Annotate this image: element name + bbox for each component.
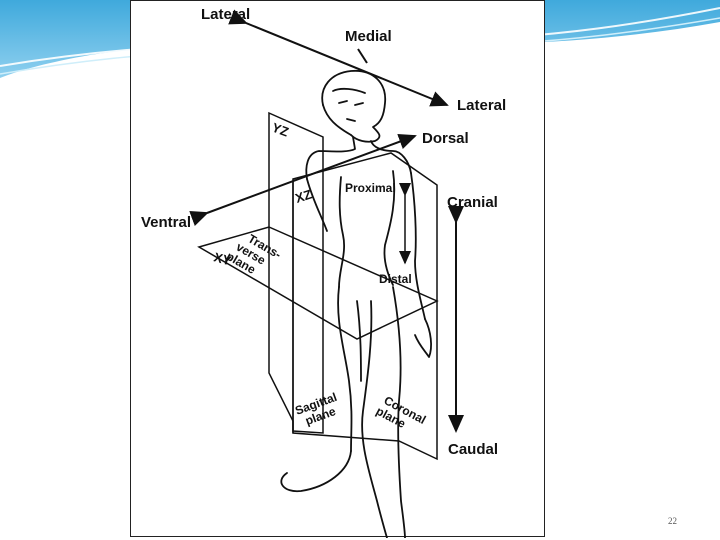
transverse-plane-label: Trans- verse plane [224,226,284,284]
anatomical-planes-figure: Lateral Medial Lateral Dorsal Ventral Cr… [130,0,545,537]
label-proximal: Proximal [345,181,396,195]
label-dorsal: Dorsal [422,130,469,147]
human-figure [281,71,431,538]
sagittal-plane [269,113,323,433]
medial-marker [358,49,367,63]
label-yz: YZ [270,120,291,140]
anatomical-planes-diagram: Lateral Medial Lateral Dorsal Ventral Cr… [131,1,546,538]
sagittal-plane-label: Sagittal plane [293,390,343,430]
label-distal: Distal [379,272,412,286]
label-lateral-right: Lateral [457,97,506,114]
label-cranial: Cranial [447,194,498,211]
coronal-plane-label: Coronal plane [374,392,428,438]
label-medial: Medial [345,28,392,45]
page-number: 22 [668,516,677,526]
label-lateral-top: Lateral [201,6,250,23]
label-ventral: Ventral [141,214,191,231]
label-caudal: Caudal [448,441,498,458]
